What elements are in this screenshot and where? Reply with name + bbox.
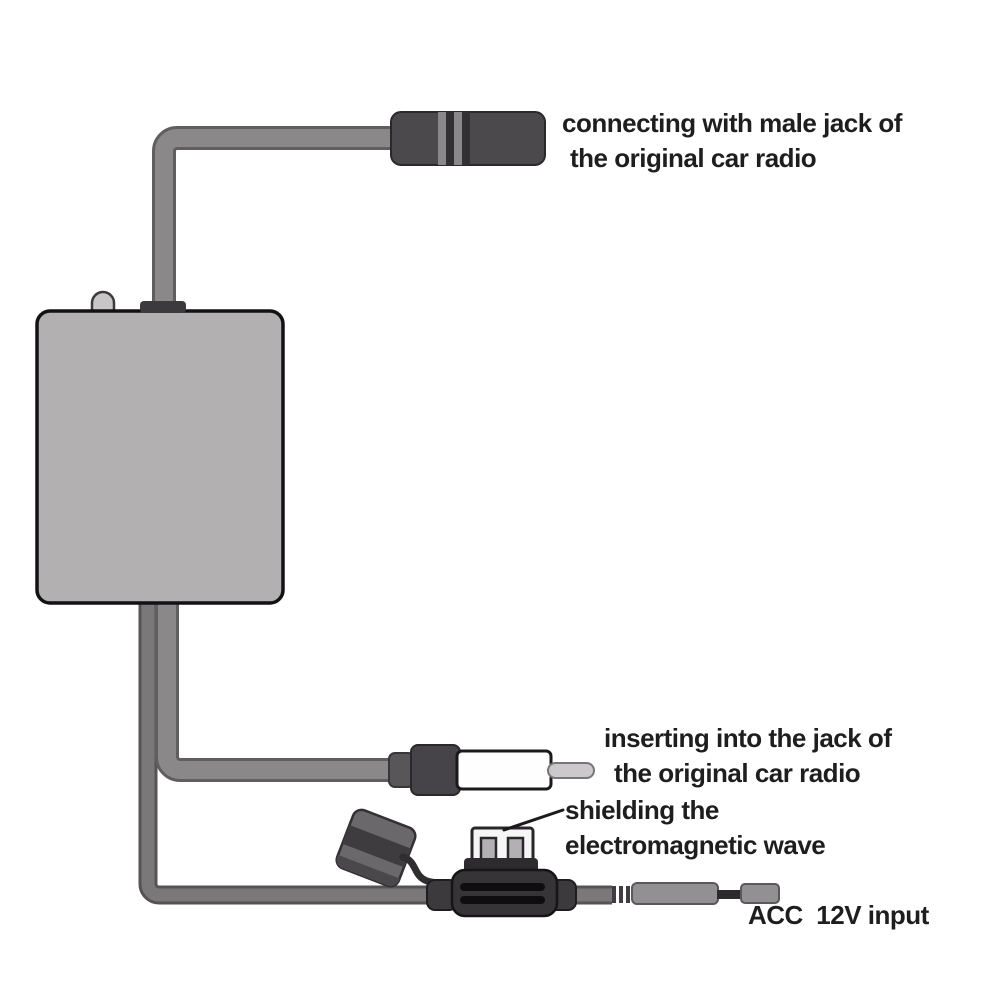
annotation-top-line1: connecting with male jack of xyxy=(562,108,902,138)
power-cable xyxy=(138,600,612,905)
annotation-antenna-plug: inserting into the jack of the original … xyxy=(604,721,892,791)
fuse-holder-icon xyxy=(426,858,577,918)
fuse-callout-line xyxy=(502,808,565,832)
annotation-top-line2: the original car radio xyxy=(570,143,817,173)
cable-strain-collar-icon xyxy=(140,301,186,313)
annotation-fuse: shielding the electromagnetic wave xyxy=(565,793,826,863)
annotation-fuse-line2: electromagnetic wave xyxy=(565,830,826,860)
power-lead-terminal-icon xyxy=(612,882,780,905)
mount-nub-icon xyxy=(90,290,116,316)
annotation-plug-line1: inserting into the jack of xyxy=(604,723,892,753)
annotation-fuse-line1: shielding the xyxy=(565,795,719,825)
blade-fuse-icon xyxy=(470,826,535,868)
fuse-holder-cap-icon xyxy=(334,808,417,889)
amplifier-box xyxy=(35,290,285,605)
annotation-power-input: ACC 12V input xyxy=(748,900,929,930)
annotation-top-connector: connecting with male jack of the origina… xyxy=(562,106,902,176)
antenna-plug-cable xyxy=(155,600,391,782)
male-antenna-plug-icon xyxy=(388,744,595,796)
female-antenna-connector-icon xyxy=(390,111,546,166)
annotation-plug-line2: the original car radio xyxy=(614,758,861,788)
top-antenna-cable xyxy=(152,126,393,316)
